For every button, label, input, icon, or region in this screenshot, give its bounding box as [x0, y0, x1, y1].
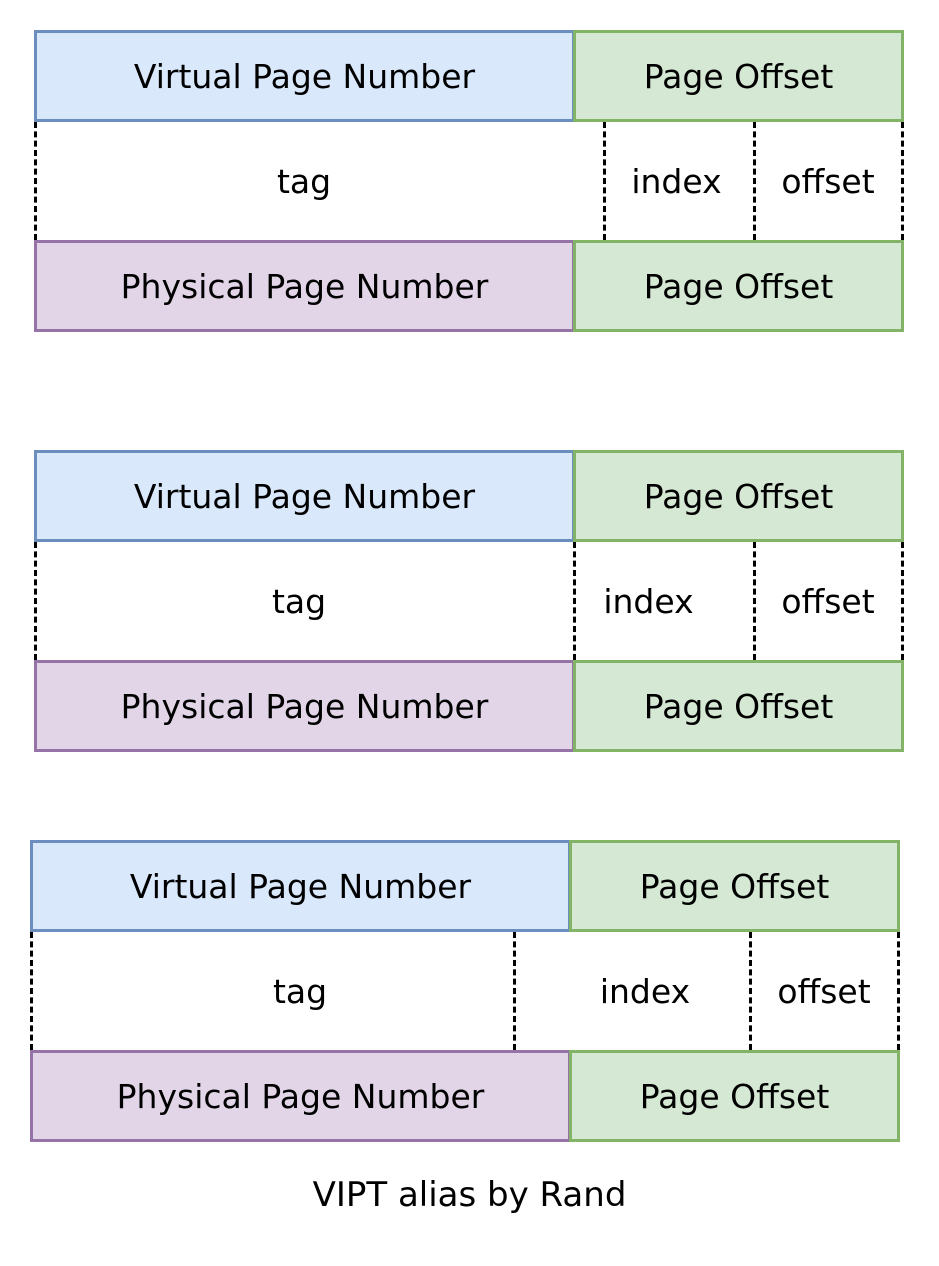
diagram-3: Virtual Page Number Page Offset tag inde… [30, 840, 900, 1142]
virtual-page-offset-label: Page Offset [639, 866, 830, 906]
virtual-page-number-box: Virtual Page Number [34, 450, 575, 542]
physical-page-number-box: Physical Page Number [30, 1050, 571, 1142]
virtual-page-number-label: Virtual Page Number [133, 476, 476, 516]
offset-label: offset [781, 581, 875, 621]
tag-field: tag [30, 932, 570, 1050]
dashed-divider-index-offset [753, 122, 756, 240]
dashed-divider-index-offset [753, 542, 756, 660]
offset-field: offset [754, 542, 902, 660]
physical-page-number-label: Physical Page Number [120, 686, 489, 726]
physical-page-offset-label: Page Offset [643, 686, 834, 726]
virtual-page-offset-label: Page Offset [643, 56, 834, 96]
physical-page-number-box: Physical Page Number [34, 660, 575, 752]
index-field: index [570, 932, 720, 1050]
figure-caption: VIPT alias by Rand [312, 1175, 627, 1215]
tag-field: tag [34, 542, 564, 660]
offset-field: offset [754, 122, 902, 240]
virtual-page-offset-box: Page Offset [573, 450, 904, 542]
dashed-divider-right [901, 542, 904, 660]
physical-page-offset-label: Page Offset [639, 1076, 830, 1116]
virtual-page-number-box: Virtual Page Number [34, 30, 575, 122]
physical-page-offset-box: Page Offset [569, 1050, 900, 1142]
index-label: index [599, 971, 691, 1011]
tag-label: tag [276, 161, 332, 201]
dashed-divider-tag-index [513, 932, 516, 1050]
tag-label: tag [271, 581, 327, 621]
index-field: index [604, 122, 749, 240]
dashed-divider-left [34, 122, 37, 240]
virtual-page-offset-box: Page Offset [569, 840, 900, 932]
offset-label: offset [781, 161, 875, 201]
diagram-1: Virtual Page Number Page Offset tag inde… [34, 30, 904, 332]
index-field: index [576, 542, 721, 660]
dashed-divider-left [34, 542, 37, 660]
physical-page-offset-box: Page Offset [573, 240, 904, 332]
diagram-2: Virtual Page Number Page Offset tag inde… [34, 450, 904, 752]
virtual-page-number-box: Virtual Page Number [30, 840, 571, 932]
offset-field: offset [750, 932, 898, 1050]
tag-field: tag [34, 122, 574, 240]
virtual-page-offset-label: Page Offset [643, 476, 834, 516]
tag-label: tag [272, 971, 328, 1011]
index-label: index [631, 161, 722, 201]
offset-label: offset [777, 971, 871, 1011]
physical-page-number-box: Physical Page Number [34, 240, 575, 332]
virtual-page-number-label: Virtual Page Number [129, 866, 472, 906]
dashed-divider-index-offset [749, 932, 752, 1050]
physical-page-offset-box: Page Offset [573, 660, 904, 752]
dashed-divider-tag-index [603, 122, 606, 240]
dashed-divider-right [901, 122, 904, 240]
index-label: index [603, 581, 694, 621]
physical-page-number-label: Physical Page Number [116, 1076, 485, 1116]
virtual-page-number-label: Virtual Page Number [133, 56, 476, 96]
physical-page-offset-label: Page Offset [643, 266, 834, 306]
physical-page-number-label: Physical Page Number [120, 266, 489, 306]
dashed-divider-left [30, 932, 33, 1050]
dashed-divider-tag-index [573, 542, 576, 660]
virtual-page-offset-box: Page Offset [573, 30, 904, 122]
dashed-divider-right [897, 932, 900, 1050]
